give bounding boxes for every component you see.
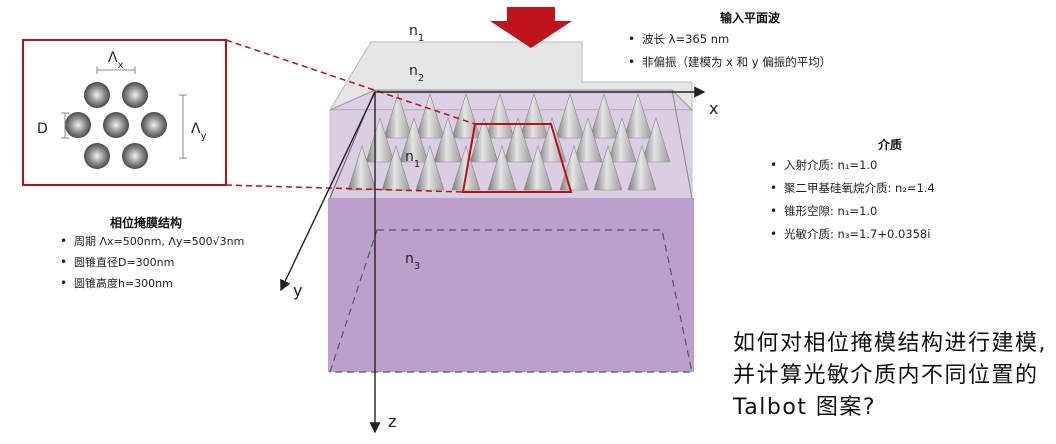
cone: [627, 145, 657, 191]
cone: [451, 93, 481, 139]
cone: [415, 145, 445, 191]
lambda-y-label: Λy: [191, 121, 207, 142]
wavelength-item: 波长 λ=365 nm: [628, 28, 868, 51]
medium-title: 介质: [878, 138, 903, 152]
cone-top-disc: [103, 112, 129, 138]
input-wave-title: 输入平面波: [720, 11, 781, 25]
cone: [469, 117, 499, 163]
diameter-item: 圆锥直径D=300nm: [60, 252, 270, 273]
pdms-medium-item: 聚二甲基硅氧烷介质: n₂=1.4: [770, 177, 1000, 200]
cone: [623, 93, 653, 139]
question-text: 如何对相位掩模结构进行建模, 并计算光敏介质内不同位置的 Talbot 图案?: [733, 331, 1047, 420]
inset-cone-top-view: [65, 82, 167, 169]
cone-void-item: 锥形空隙: n₁=1.0: [770, 200, 1000, 223]
cone: [555, 93, 585, 139]
medium-inner-dashed: [329, 229, 693, 373]
photosensitive-medium: [328, 198, 694, 372]
cone: [523, 145, 553, 191]
medium-panel: 介质 入射介质: n₁=1.0 聚二甲基硅氧烷介质: n₂=1.4 锥形空隙: …: [770, 136, 1000, 246]
cone: [573, 117, 603, 163]
cone: [589, 93, 619, 139]
x-axis-label: x: [709, 99, 718, 118]
label-n2: n2: [409, 63, 424, 84]
cone: [487, 145, 517, 191]
period-item: 周期 Λx=500nm, Λy=500√3nm: [60, 231, 270, 252]
label-n1-top: n1: [409, 23, 424, 44]
cone: [451, 145, 481, 191]
incident-medium-item: 入射介质: n₁=1.0: [770, 154, 1000, 177]
cone-top-disc: [84, 143, 110, 169]
cone: [365, 117, 395, 163]
medium-list: 入射介质: n₁=1.0 聚二甲基硅氧烷介质: n₂=1.4 锥形空隙: n₁=…: [770, 154, 1000, 246]
cone: [607, 117, 637, 163]
y-axis: [280, 91, 376, 292]
cone: [641, 117, 671, 163]
cone-array: [347, 93, 671, 191]
z-axis-label: z: [388, 412, 396, 431]
cone: [485, 93, 515, 139]
cone: [593, 145, 623, 191]
cone-top-disc: [84, 82, 110, 108]
cone: [519, 93, 549, 139]
lambda-x-label: Λx: [108, 50, 124, 71]
mask-title: 相位掩膜结构: [110, 216, 183, 230]
cone-top-disc: [122, 143, 148, 169]
label-n1-cones: n1: [405, 149, 420, 170]
cone-top-disc: [122, 82, 148, 108]
cone: [383, 93, 413, 139]
label-n3: n3: [405, 251, 420, 272]
cone-top-disc: [65, 112, 91, 138]
input-wave-panel: 输入平面波 波长 λ=365 nm 非偏振（建模为 x 和 y 偏振的平均）: [628, 9, 868, 74]
input-wave-arrow: [490, 7, 572, 48]
cone-top-disc: [141, 112, 167, 138]
polarization-item: 非偏振（建模为 x 和 y 偏振的平均）: [628, 51, 868, 74]
cone: [347, 145, 377, 191]
cone: [503, 117, 533, 163]
diameter-label: D: [37, 121, 48, 137]
photosensitive-item: 光敏介质: n₃=1.7+0.0358i: [770, 223, 1000, 246]
cone: [433, 117, 463, 163]
cone: [415, 93, 445, 139]
input-wave-list: 波长 λ=365 nm 非偏振（建模为 x 和 y 偏振的平均）: [628, 28, 868, 74]
mask-list: 周期 Λx=500nm, Λy=500√3nm 圆锥直径D=300nm 圆锥高度…: [60, 231, 270, 294]
y-axis-label: y: [293, 281, 302, 300]
height-item: 圆锥高度h=300nm: [60, 273, 270, 294]
connector-line-top: [225, 39, 476, 125]
selection-box: [461, 123, 573, 193]
mask-panel: 相位掩膜结构 周期 Λx=500nm, Λy=500√3nm 圆锥直径D=300…: [60, 214, 270, 294]
cone: [399, 117, 429, 163]
